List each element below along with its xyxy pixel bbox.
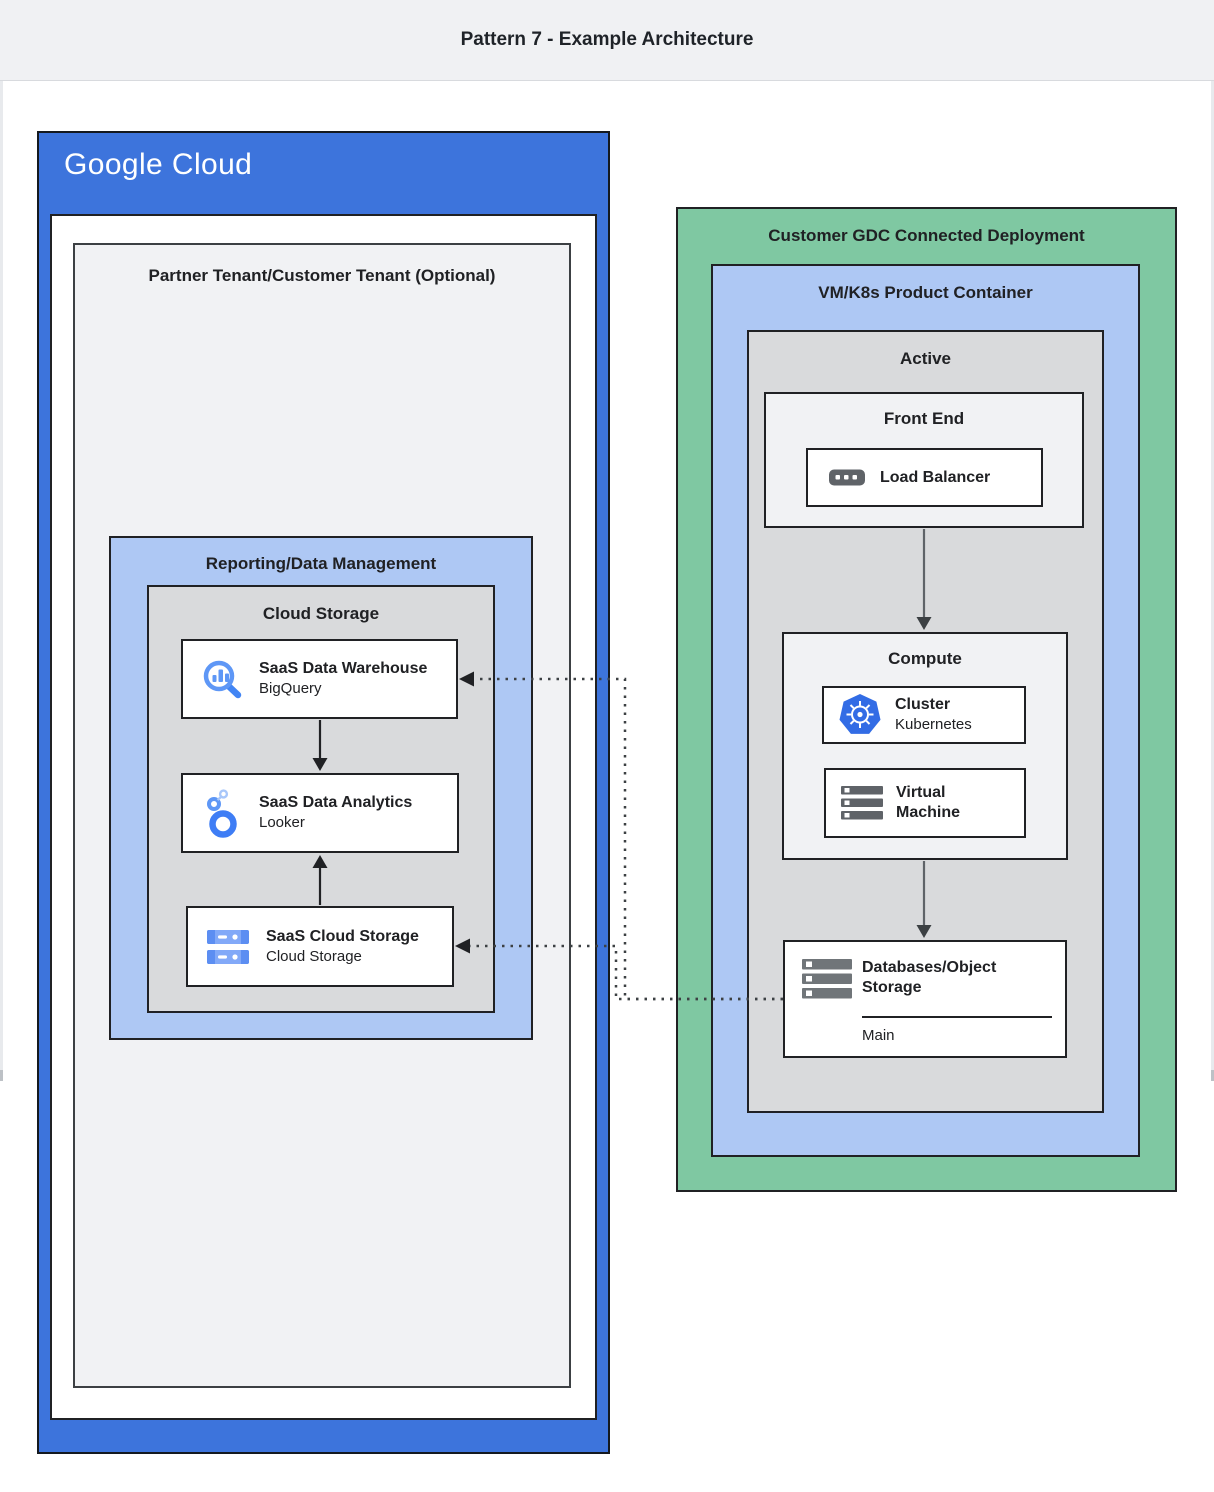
saas-data-analytics-card: SaaS Data Analytics Looker xyxy=(181,773,459,853)
page-edge-right xyxy=(1211,81,1214,1080)
load-balancer-card: Load Balancer xyxy=(806,448,1043,507)
page-break-tick-left xyxy=(0,1070,3,1081)
databases-divider xyxy=(862,1016,1052,1018)
saas-data-warehouse-title: SaaS Data Warehouse xyxy=(259,660,428,678)
google-cloud-logo: Google Cloud xyxy=(64,148,253,181)
database-icon xyxy=(802,959,852,999)
saas-data-warehouse-subtitle: BigQuery xyxy=(259,680,322,698)
compute-title: Compute xyxy=(888,649,962,668)
reporting-title: Reporting/Data Management xyxy=(205,554,437,573)
saas-data-analytics-title: SaaS Data Analytics xyxy=(259,794,413,812)
saas-data-analytics-subtitle: Looker xyxy=(259,814,305,832)
page-break-tick-right xyxy=(1211,1070,1214,1081)
page-edge-left xyxy=(0,81,3,1080)
vmk8s-title: VM/K8s Product Container xyxy=(818,283,1033,302)
saas-cloud-storage-subtitle: Cloud Storage xyxy=(266,947,362,965)
cluster-subtitle: Kubernetes xyxy=(895,716,972,734)
cluster-card: Cluster Kubernetes xyxy=(822,686,1026,744)
databases-main-label: Main xyxy=(862,1027,895,1044)
virtual-machine-title: Virtual Machine xyxy=(896,784,961,821)
partner-tenant-title: Partner Tenant/Customer Tenant (Optional… xyxy=(148,266,496,285)
front-end-title: Front End xyxy=(883,409,965,428)
looker-icon xyxy=(207,789,237,838)
active-title: Active xyxy=(899,349,952,368)
databases-object-storage-card: Databases/Object Storage Main xyxy=(783,940,1067,1058)
saas-data-warehouse-card: SaaS Data Warehouse BigQuery xyxy=(181,639,458,719)
page-title: Pattern 7 - Example Architecture xyxy=(460,29,754,50)
gdc-deployment-title: Customer GDC Connected Deployment xyxy=(768,226,1085,245)
cluster-title: Cluster xyxy=(895,696,951,714)
kubernetes-icon xyxy=(839,694,881,734)
databases-title: Databases/Object Storage xyxy=(862,959,997,996)
saas-cloud-storage-card: SaaS Cloud Storage Cloud Storage xyxy=(186,906,454,987)
load-balancer-icon xyxy=(829,469,865,486)
virtual-machine-icon xyxy=(841,786,883,820)
virtual-machine-card: Virtual Machine xyxy=(824,768,1026,838)
page-header: Pattern 7 - Example Architecture xyxy=(0,0,1214,81)
load-balancer-label: Load Balancer xyxy=(880,468,991,486)
cloud-storage-group-title: Cloud Storage xyxy=(262,604,380,623)
cloud-storage-icon xyxy=(207,929,249,964)
saas-cloud-storage-title: SaaS Cloud Storage xyxy=(266,927,419,945)
bigquery-icon xyxy=(203,660,242,699)
